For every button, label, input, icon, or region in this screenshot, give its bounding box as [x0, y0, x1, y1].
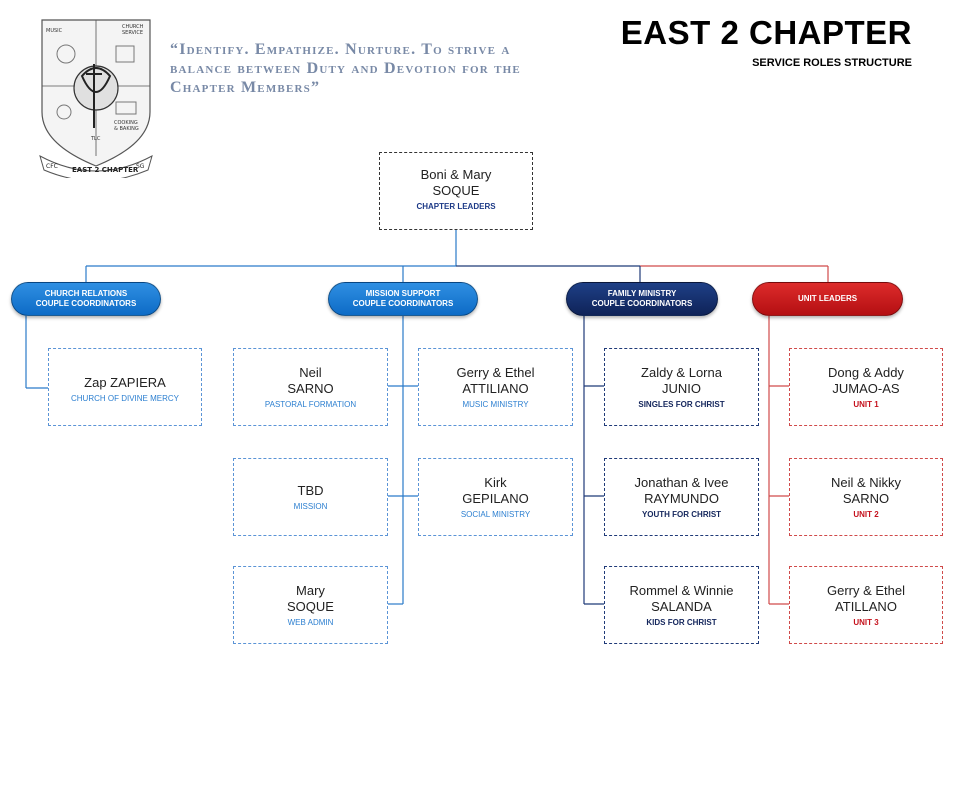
motto-quote: “Identify. Empathize. Nurture. To strive…: [170, 41, 521, 96]
node-role: CHURCH OF DIVINE MERCY: [70, 394, 179, 403]
node-role: MISSION: [293, 502, 328, 511]
member-node: Zaldy & Lorna JUNIO SINGLES FOR CHRIST: [604, 348, 759, 426]
node-surname: ATILLANO: [835, 599, 897, 614]
chapter-leaders-node: Boni & Mary SOQUE CHAPTER LEADERS: [379, 152, 533, 230]
node-names: Neil: [299, 365, 322, 380]
node-role: MUSIC MINISTRY: [462, 400, 529, 409]
node-role: YOUTH FOR CHRIST: [641, 510, 722, 519]
node-surname: SARNO: [842, 491, 890, 506]
node-names: Neil & Nikky: [830, 475, 902, 490]
node-role: UNIT 1: [853, 400, 879, 409]
group-family-ministry: FAMILY MINISTRY COUPLE COORDINATORS: [566, 282, 718, 316]
svg-text:COOKING: COOKING: [114, 120, 138, 126]
member-node: Gerry & Ethel ATILLANO UNIT 3: [789, 566, 943, 644]
page-subtitle: SERVICE ROLES STRUCTURE: [752, 57, 912, 69]
member-node: Rommel & Winnie SALANDA KIDS FOR CHRIST: [604, 566, 759, 644]
svg-text:MUSIC: MUSIC: [46, 28, 63, 34]
group-line1: CHURCH RELATIONS: [44, 289, 128, 298]
node-names: Kirk: [484, 475, 507, 490]
svg-text:SERVICE: SERVICE: [122, 30, 143, 36]
node-role: CHAPTER LEADERS: [416, 202, 496, 211]
group-line2: COUPLE COORDINATORS: [35, 299, 137, 308]
member-node: Neil & Nikky SARNO UNIT 2: [789, 458, 943, 536]
node-names: Gerry & Ethel: [456, 365, 535, 380]
node-role: UNIT 2: [853, 510, 879, 519]
node-surname: JUMAO-AS: [832, 381, 900, 396]
group-line2: COUPLE COORDINATORS: [352, 299, 454, 308]
member-node: Gerry & Ethel ATTILIANO MUSIC MINISTRY: [418, 348, 573, 426]
group-unit-leaders: UNIT LEADERS: [752, 282, 903, 316]
node-names: Boni & Mary: [420, 167, 492, 182]
member-node: Zap ZAPIERA CHURCH OF DIVINE MERCY: [48, 348, 202, 426]
member-node: Dong & Addy JUMAO-AS UNIT 1: [789, 348, 943, 426]
group-mission-support: MISSION SUPPORT COUPLE COORDINATORS: [328, 282, 478, 316]
member-node: Kirk GEPILANO SOCIAL MINISTRY: [418, 458, 573, 536]
group-line1: FAMILY MINISTRY: [607, 289, 677, 298]
node-names: Mary: [296, 583, 325, 598]
svg-text:TLC: TLC: [90, 136, 101, 142]
svg-text:EAST 2 CHAPTER: EAST 2 CHAPTER: [72, 166, 139, 174]
node-role: SINGLES FOR CHRIST: [638, 400, 725, 409]
member-node: Neil SARNO PASTORAL FORMATION: [233, 348, 388, 426]
group-line1: UNIT LEADERS: [797, 294, 858, 303]
page-title: EAST 2 CHAPTER: [620, 14, 912, 51]
node-surname: SARNO: [287, 381, 334, 396]
node-surname: SOQUE: [287, 599, 334, 614]
node-surname: GEPILANO: [462, 491, 529, 506]
node-names: Zaldy & Lorna: [641, 365, 722, 380]
node-names: Gerry & Ethel: [826, 583, 906, 598]
member-node: Mary SOQUE WEB ADMIN: [233, 566, 388, 644]
svg-text:CFC: CFC: [46, 163, 58, 170]
node-role: WEB ADMIN: [287, 618, 334, 627]
node-role: PASTORAL FORMATION: [264, 400, 357, 409]
node-names: Rommel & Winnie: [629, 583, 734, 598]
node-role: UNIT 3: [853, 618, 879, 627]
group-line1: MISSION SUPPORT: [365, 289, 441, 298]
svg-text:SG: SG: [136, 163, 145, 170]
node-surname: RAYMUNDO: [644, 491, 719, 506]
node-names: Zap ZAPIERA: [84, 375, 166, 390]
node-names: TBD: [297, 483, 324, 498]
member-node: TBD MISSION: [233, 458, 388, 536]
node-surname: JUNIO: [662, 381, 701, 396]
node-surname: ATTILIANO: [462, 381, 529, 396]
node-role: SOCIAL MINISTRY: [460, 510, 531, 519]
node-role: KIDS FOR CHRIST: [646, 618, 717, 627]
node-surname: SOQUE: [432, 183, 480, 198]
node-names: Jonathan & Ivee: [634, 475, 729, 490]
svg-text:CHURCH: CHURCH: [122, 24, 144, 30]
node-surname: SALANDA: [651, 599, 712, 614]
node-names: Dong & Addy: [828, 365, 904, 380]
svg-text:& BAKING: & BAKING: [114, 126, 139, 132]
member-node: Jonathan & Ivee RAYMUNDO YOUTH FOR CHRIS…: [604, 458, 759, 536]
chapter-crest-logo: MUSIC CHURCH SERVICE COOKING & BAKING TL…: [36, 16, 156, 182]
group-church-relations: CHURCH RELATIONS COUPLE COORDINATORS: [11, 282, 161, 316]
group-line2: COUPLE COORDINATORS: [591, 299, 693, 308]
